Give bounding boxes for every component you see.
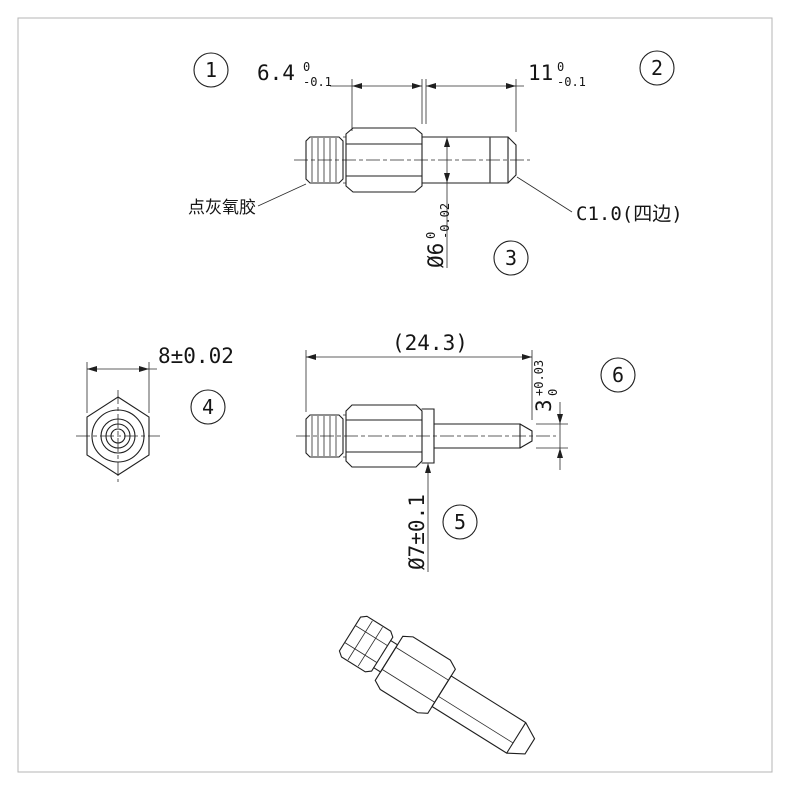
dim-hex-length-value: 6.4 bbox=[257, 61, 295, 85]
balloon-1: 1 bbox=[193, 52, 229, 88]
dim-pin-diameter-lower-tol: 0 bbox=[546, 389, 560, 396]
balloon-6: 6 bbox=[600, 357, 636, 393]
dim-hex-length: 6.4 0 -0.1 bbox=[257, 60, 423, 131]
dim-body-diameter-lower-tol: -0.02 bbox=[438, 203, 452, 239]
epoxy-callout: 点灰氧胶 bbox=[188, 183, 307, 218]
dim-flange-diameter-value: Ø7±0.1 bbox=[405, 494, 429, 570]
dim-pin-diameter-value: 3 bbox=[532, 399, 556, 412]
dim-overall-length-value: (24.3) bbox=[392, 331, 468, 355]
dim-body-length-upper-tol: 0 bbox=[557, 60, 564, 74]
epoxy-note-label: 点灰氧胶 bbox=[188, 198, 256, 218]
balloon-2: 2 bbox=[639, 50, 675, 86]
dim-pin-diameter: 3 +0.03 0 bbox=[532, 360, 568, 470]
balloon-4: 4 bbox=[190, 389, 226, 425]
centerlines bbox=[76, 390, 160, 482]
sheet-border bbox=[17, 17, 773, 773]
side-view-main bbox=[294, 127, 530, 193]
dim-body-diameter-upper-tol: 0 bbox=[424, 232, 438, 239]
balloon-5: 5 bbox=[442, 504, 478, 540]
dim-hex-length-lower-tol: -0.1 bbox=[303, 75, 332, 89]
isometric-view bbox=[338, 615, 536, 755]
end-view bbox=[76, 390, 160, 482]
svg-text:1: 1 bbox=[205, 58, 217, 82]
dim-across-flats: 8±0.02 bbox=[86, 344, 234, 413]
dim-pin-diameter-upper-tol: +0.03 bbox=[532, 360, 546, 396]
dim-body-length-lower-tol: -0.1 bbox=[557, 75, 586, 89]
chamfer-note-label: C1.0(四边) bbox=[576, 203, 683, 225]
dim-flange-diameter: Ø7±0.1 bbox=[405, 463, 431, 572]
balloon-3: 3 bbox=[493, 240, 529, 276]
leader-line bbox=[257, 183, 307, 207]
svg-text:2: 2 bbox=[651, 56, 663, 80]
dim-across-flats-value: 8±0.02 bbox=[158, 344, 234, 368]
leader-line bbox=[516, 176, 573, 213]
dim-hex-length-upper-tol: 0 bbox=[303, 60, 310, 74]
svg-text:6: 6 bbox=[612, 363, 624, 387]
svg-text:4: 4 bbox=[202, 395, 214, 419]
chamfer-callout: C1.0(四边) bbox=[516, 176, 683, 225]
dim-overall-length: (24.3) bbox=[305, 331, 533, 420]
svg-text:3: 3 bbox=[505, 246, 517, 270]
dim-body-length-value: 11 bbox=[528, 61, 553, 85]
dim-body-diameter-value: Ø6 bbox=[424, 243, 448, 268]
dim-body-length: 11 0 -0.1 bbox=[425, 60, 586, 132]
svg-text:5: 5 bbox=[454, 510, 466, 534]
dim-body-diameter: Ø6 0 -0.02 bbox=[424, 137, 452, 268]
side-view-overall bbox=[296, 404, 556, 468]
